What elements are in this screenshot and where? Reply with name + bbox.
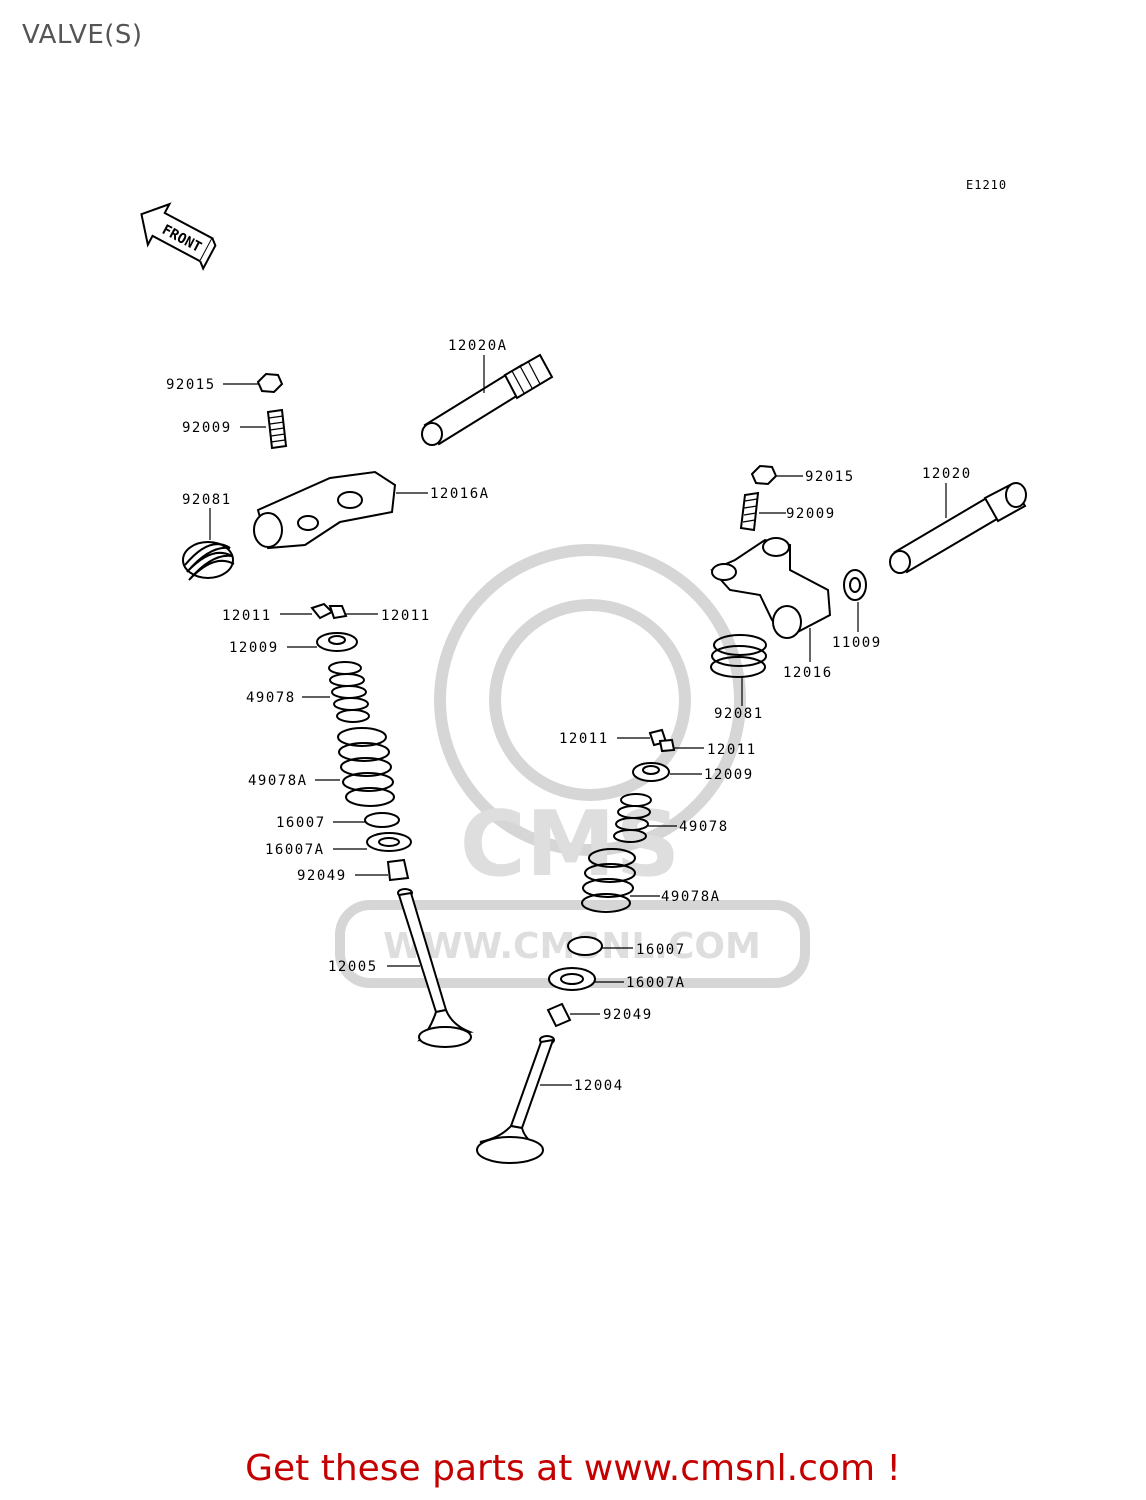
label-12020A: 12020A	[448, 338, 508, 354]
label-16007A-right: 16007A	[626, 975, 686, 991]
label-92009-right: 92009	[786, 506, 836, 522]
label-12011-right-b: 12011	[707, 742, 757, 758]
label-92049-left: 92049	[297, 868, 347, 884]
adjust-screw-92009-right	[739, 491, 760, 532]
label-12020: 12020	[922, 466, 972, 482]
rocker-spring-92081-left	[182, 541, 235, 581]
watermark-logo-ring	[434, 544, 746, 856]
rocker-arm-12016	[710, 537, 832, 639]
watermark-logo-face	[489, 599, 691, 801]
label-92009-left: 92009	[182, 420, 232, 436]
outer-valve-spring-49078A-right	[581, 848, 636, 913]
label-12011-left-a: 12011	[222, 608, 272, 624]
valve-12004	[476, 1035, 555, 1164]
adjust-screw-92009-left	[266, 408, 288, 450]
label-12016A: 12016A	[430, 486, 490, 502]
promo-link[interactable]: Get these parts at www.cmsnl.com !	[245, 1448, 901, 1489]
inner-valve-spring-49078-right	[613, 793, 652, 843]
label-12016: 12016	[783, 665, 833, 681]
rocker-spring-92081-right	[710, 634, 767, 678]
watermark-logo-text: CMS	[460, 792, 680, 897]
label-16007-right: 16007	[636, 942, 686, 958]
keeper-12011-left-b	[328, 605, 348, 620]
watermark: CMS WWW.CMSNL.COM	[335, 544, 810, 988]
label-16007A-left: 16007A	[265, 842, 325, 858]
label-12005: 12005	[328, 959, 378, 975]
rocker-arm-12016A	[253, 470, 397, 550]
valve-stem-seal-92049-left	[386, 858, 410, 882]
spring-seat-16007-left	[364, 812, 400, 828]
label-12011-right-a: 12011	[559, 731, 609, 747]
keeper-12011-right-b	[658, 738, 676, 753]
label-12009-right: 12009	[704, 767, 754, 783]
valve-12005	[397, 888, 474, 1048]
label-16007-left: 16007	[276, 815, 326, 831]
label-92081-right: 92081	[714, 706, 764, 722]
label-92081-left: 92081	[182, 492, 232, 508]
spring-seat-16007-right	[567, 936, 603, 956]
label-49078A-right: 49078A	[661, 889, 721, 905]
label-12011-left-b: 12011	[381, 608, 431, 624]
label-12009-left: 12009	[229, 640, 279, 656]
valve-parts-diagram: CMS WWW.CMSNL.COM FRONT	[140, 202, 1027, 1164]
label-12004: 12004	[574, 1078, 624, 1094]
label-49078A-left: 49078A	[248, 773, 308, 789]
nut-92015-left	[256, 372, 284, 394]
label-49078-right: 49078	[679, 819, 729, 835]
page-title: VALVE(S)	[22, 20, 143, 50]
rocker-shaft-12020A	[421, 353, 554, 446]
diagram-code: E1210	[966, 178, 1008, 192]
label-92049-right: 92049	[603, 1007, 653, 1023]
label-49078-left: 49078	[246, 690, 296, 706]
front-arrow-icon: FRONT	[140, 202, 217, 271]
label-92015-left: 92015	[166, 377, 216, 393]
outer-valve-spring-49078A-left	[337, 727, 395, 807]
label-11009: 11009	[832, 635, 882, 651]
valve-stem-seal-92049-right	[546, 1002, 572, 1028]
rocker-shaft-12020	[889, 482, 1027, 574]
label-92015-right: 92015	[805, 469, 855, 485]
nut-92015-right	[750, 464, 778, 486]
inner-valve-spring-49078-left	[328, 661, 370, 723]
